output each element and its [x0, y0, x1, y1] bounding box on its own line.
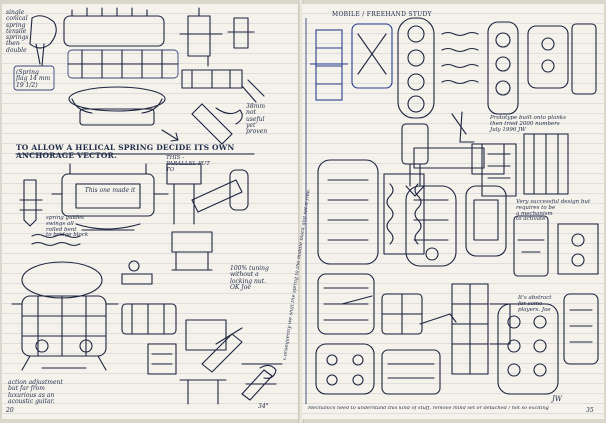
abstract-note: It's abstract for some players. Joe [518, 295, 552, 313]
tuning-note: 100% tuning without a locking nut. OK Jo… [230, 265, 269, 291]
page-heading: TO ALLOW A HELICAL SPRING DECIDE ITS OWN… [16, 143, 235, 160]
left-page: single conical spring tensile springs th… [2, 4, 300, 419]
top-note: single conical spring tensile springs th… [6, 9, 29, 54]
bottom-note: Mechanics need to understand this kind o… [308, 406, 549, 411]
spring-note: spring guides swings all rolled bent to … [46, 215, 89, 239]
right-page: MOBILE / FREEHAND STUDY Prototype built … [283, 4, 604, 419]
dimension-note: (Spring flag 14 mm 19 1/2) [16, 69, 51, 89]
book-gutter [298, 0, 304, 423]
prototype-note: Prototype built onto planks then tried 2… [490, 115, 566, 133]
right-heading: MOBILE / FREEHAND STUDY [332, 11, 432, 18]
page-number-left: 20 [6, 407, 14, 414]
small-label-parallel: THIS - PARALLEL PUT TO [166, 155, 210, 173]
angle-label: 34° [258, 403, 269, 410]
right-page-sketches [305, 17, 599, 404]
page-number-right: 35 [586, 407, 594, 414]
design-note: Very successful design but requires to b… [516, 199, 591, 223]
left-page-sketches [11, 7, 283, 405]
action-note: action adjustment but far from luxurious… [8, 379, 63, 405]
signature: JW [552, 395, 563, 403]
small-label-made-it: This one made it [84, 187, 136, 194]
ruled-lines [2, 4, 300, 419]
margin-note-right: 38mm not useful yet proven [246, 103, 268, 136]
